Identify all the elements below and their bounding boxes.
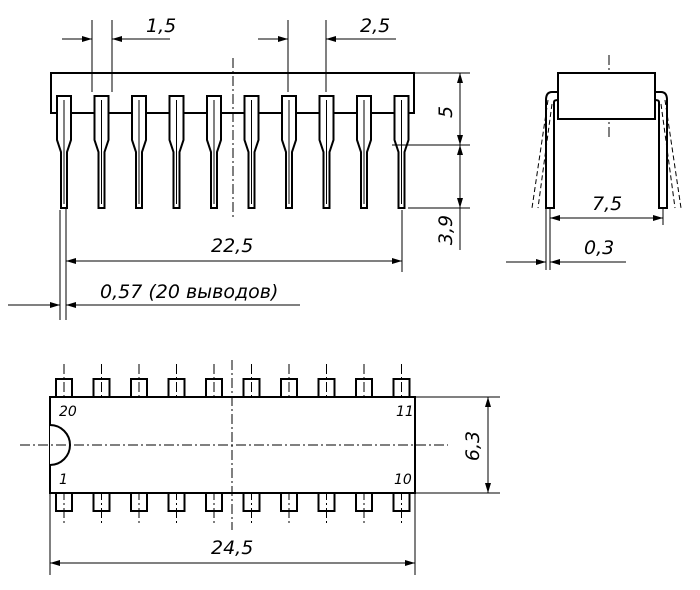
dim-body-length: 24,5 <box>49 493 416 575</box>
dim-pin-span-label: 22,5 <box>211 235 253 257</box>
dim-vertical-right: 5 3,9 <box>392 72 470 250</box>
front-view <box>50 58 415 220</box>
dim-body-height-label: 5 <box>435 106 457 118</box>
side-body <box>557 72 656 120</box>
front-pins <box>56 95 410 209</box>
dim-lead-length-label: 3,9 <box>435 215 457 245</box>
dim-row-spacing-label: 7,5 <box>592 193 622 215</box>
side-lead-left <box>545 91 559 209</box>
dim-lead-thickness-label: 0,57 (20 выводов) <box>100 281 278 303</box>
side-view <box>531 55 682 209</box>
dim-pin-span: 22,5 <box>65 208 403 320</box>
side-lead-right <box>654 91 668 209</box>
dim-lead-thickness: 0,57 (20 выводов) <box>8 210 300 320</box>
dim-pin-pitch-label: 2,5 <box>360 15 390 37</box>
dim-lead-side: 0,3 <box>506 208 626 270</box>
dim-body-width: 6,3 <box>415 396 500 494</box>
dim-pin-width-label: 1,5 <box>146 15 176 37</box>
top-view: 20 11 1 10 <box>20 360 448 530</box>
dim-pin-pitch: 2,5 <box>258 15 396 92</box>
dim-body-width-label: 6,3 <box>462 431 484 461</box>
dim-pin-width: 1,5 <box>62 15 176 92</box>
dim-lead-side-label: 0,3 <box>584 237 614 259</box>
pin-label-11: 11 <box>396 404 414 420</box>
pin-label-10: 10 <box>394 472 412 488</box>
pin-label-1: 1 <box>59 472 68 488</box>
pin-label-20: 20 <box>59 404 77 420</box>
dim-body-length-label: 24,5 <box>211 537 253 559</box>
